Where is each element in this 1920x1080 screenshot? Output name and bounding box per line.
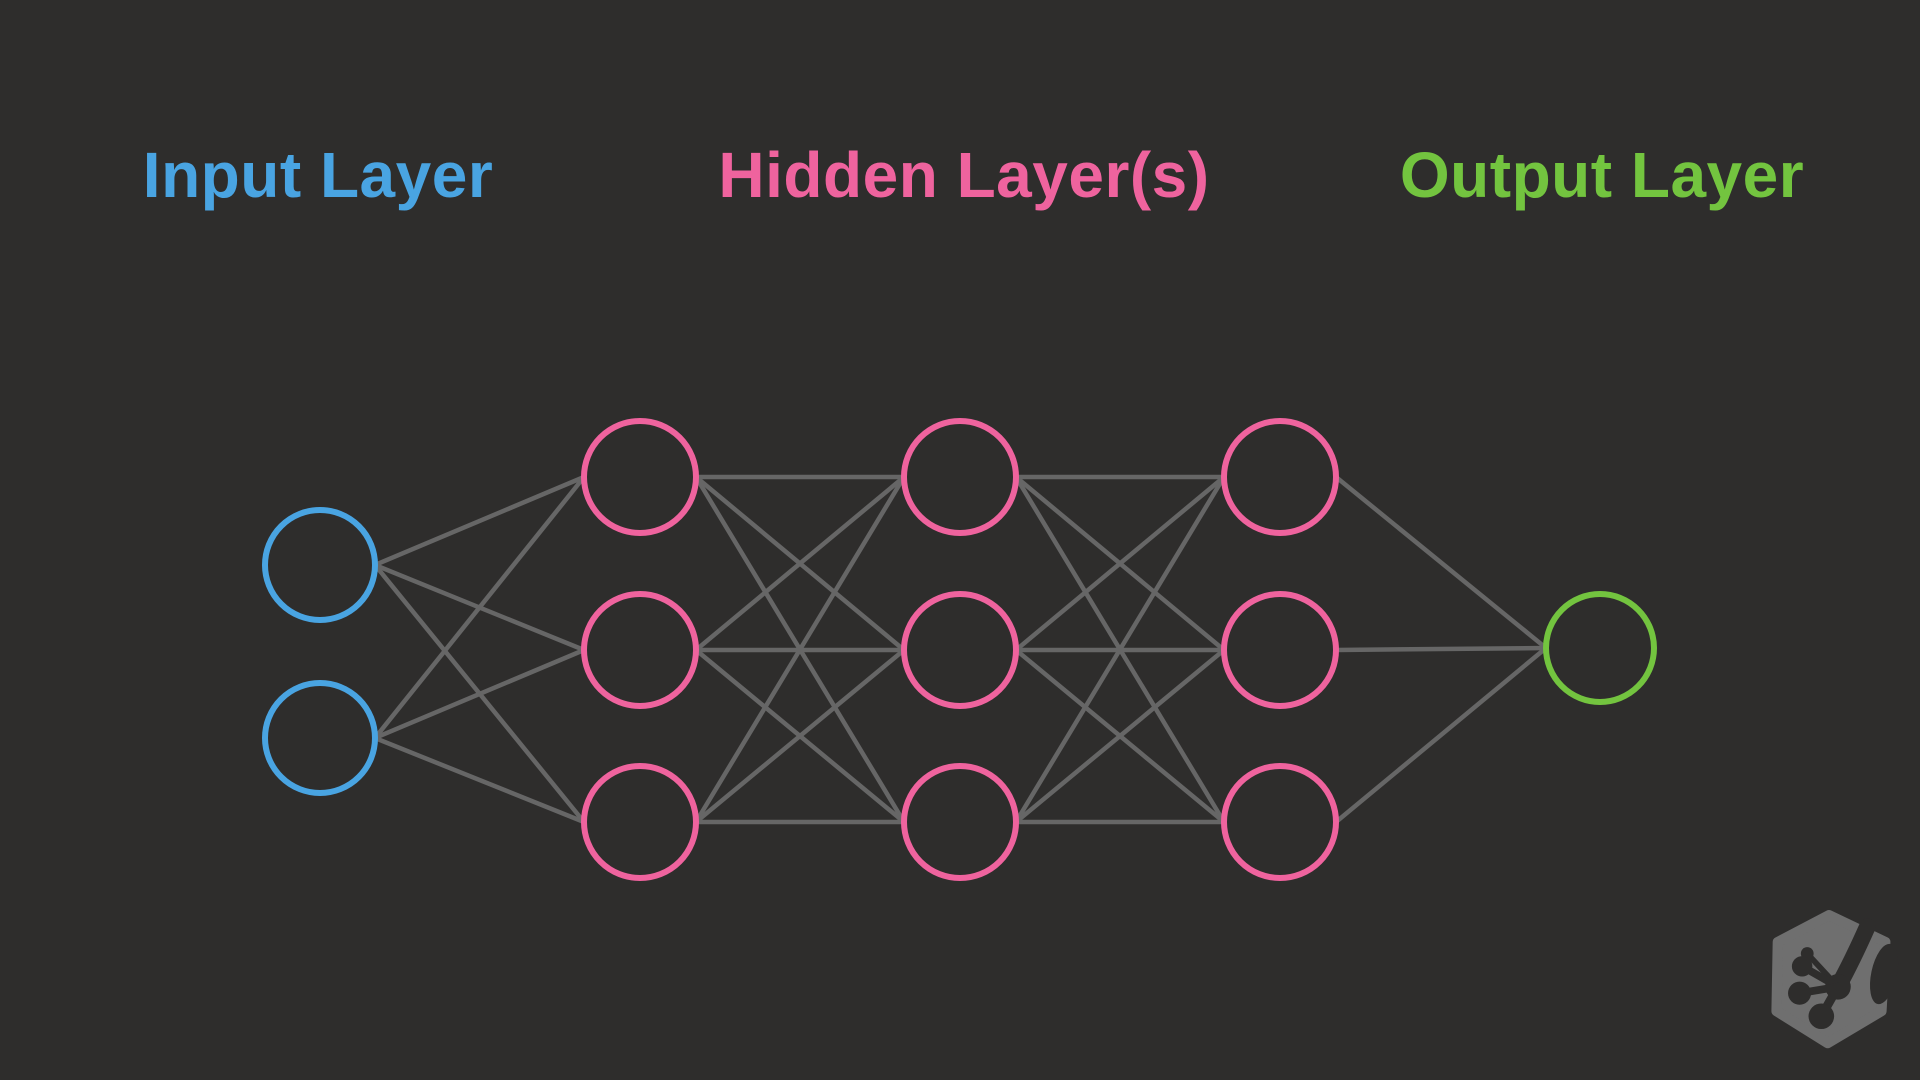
hidden-node [1221, 763, 1339, 881]
nodes-group [262, 418, 1657, 881]
edge-line [1013, 474, 1227, 825]
edge-line [693, 474, 907, 825]
input-node [262, 507, 378, 623]
hidden-node [581, 763, 699, 881]
input-node [262, 680, 378, 796]
edge-line [693, 474, 907, 653]
hidden-node [901, 591, 1019, 709]
input-layer-label: Input Layer [142, 139, 494, 211]
hidden-layer-label: Hidden Layer(s) [718, 139, 1210, 211]
logo-toe-pad [1791, 956, 1813, 977]
edge-line [372, 735, 587, 825]
hidden-node [1221, 591, 1339, 709]
edge-line [693, 647, 907, 825]
edge-line [372, 474, 587, 741]
logo-notch [1869, 943, 1899, 1005]
output-layer-label: Output Layer [1399, 139, 1805, 211]
hidden-node [581, 591, 699, 709]
hidden-node [581, 418, 699, 536]
logo-toe-pad [1808, 1003, 1835, 1030]
logo-toe-pad [1788, 981, 1812, 1005]
hidden-node [901, 763, 1019, 881]
hidden-node [901, 418, 1019, 536]
edge-line [1013, 647, 1227, 825]
edge-line [372, 647, 587, 741]
edge-line [372, 474, 587, 568]
edges-group [372, 474, 1549, 825]
gecko-foot-hexagon-logo [1771, 910, 1899, 1049]
output-node [1543, 591, 1657, 705]
edge-line [1333, 474, 1549, 651]
edge-line [1333, 645, 1549, 825]
hidden-node [1221, 418, 1339, 536]
edge-line [1013, 474, 1227, 653]
edge-line [1333, 645, 1549, 653]
